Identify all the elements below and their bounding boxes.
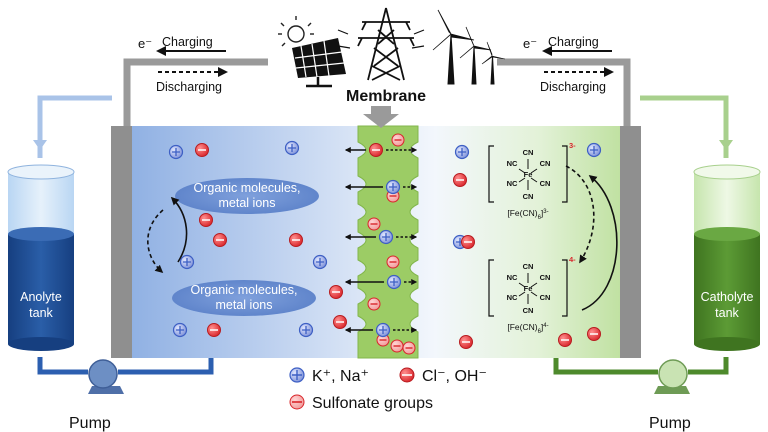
legend-anion-label: Cl⁻, OH⁻ xyxy=(422,368,487,385)
catholyte-tank: Catholyte tank xyxy=(693,164,761,351)
ellipse-upper-line1: Organic molecules, xyxy=(194,181,301,195)
anion-ion xyxy=(213,233,227,247)
svg-text:CN: CN xyxy=(540,293,551,302)
organic-molecules-ellipse-lower: Organic molecules, metal ions xyxy=(172,280,316,316)
catholyte-tank-line2: tank xyxy=(715,306,739,320)
svg-text:CN: CN xyxy=(523,148,534,157)
left-charging-label: Charging xyxy=(162,35,213,49)
transport-arrow xyxy=(344,143,418,157)
catholyte-tank-line1: Catholyte xyxy=(701,290,754,304)
anion-ion xyxy=(207,323,221,337)
right-electrode xyxy=(620,126,641,358)
svg-text:CN: CN xyxy=(540,179,551,188)
top-right-labels: e⁻ Charging Discharging xyxy=(523,35,614,94)
transport-arrow xyxy=(344,179,418,195)
anion-ion xyxy=(453,173,467,187)
svg-text:NC: NC xyxy=(507,159,518,168)
anolyte-tank: Anolyte tank xyxy=(7,164,75,351)
anion-ion xyxy=(461,235,475,249)
left-discharging-label: Discharging xyxy=(156,80,222,94)
transport-arrow xyxy=(344,322,418,338)
svg-text:CN: CN xyxy=(540,273,551,282)
left-redox-arrow-up xyxy=(170,196,188,263)
anion-ion xyxy=(199,213,213,227)
cation-ion xyxy=(179,254,195,270)
membrane-transport-arrows xyxy=(344,143,418,338)
membrane-pointer xyxy=(363,106,399,128)
anion-ion xyxy=(459,335,473,349)
power-tower-icon xyxy=(337,7,425,81)
legend-cation-icon xyxy=(289,367,305,383)
svg-text:Fe: Fe xyxy=(524,284,533,293)
svg-text:CN: CN xyxy=(540,159,551,168)
legend-sulfonate-icon xyxy=(289,394,305,410)
anion-ion xyxy=(195,143,209,157)
right-electron-label: e⁻ xyxy=(523,36,537,51)
right-discharging-label: Discharging xyxy=(540,80,606,94)
svg-text:CN: CN xyxy=(523,306,534,315)
ions-layer xyxy=(168,133,602,355)
sulfonate-group xyxy=(390,339,404,353)
left-redox-arrow-down xyxy=(147,209,164,274)
wind-turbine-icon xyxy=(432,9,506,85)
cation-ion xyxy=(168,144,184,160)
svg-text:CN: CN xyxy=(523,262,534,271)
ellipse-upper-line2: metal ions xyxy=(219,196,276,210)
sulfonate-group xyxy=(391,133,405,147)
ellipse-lower-line1: Organic molecules, xyxy=(191,283,298,297)
sulfonate-group xyxy=(367,297,381,311)
svg-text:NC: NC xyxy=(507,179,518,188)
cation-ion xyxy=(586,142,602,158)
sulfonate-group xyxy=(402,341,416,355)
ellipse-lower-line2: metal ions xyxy=(216,298,273,312)
anolyte-tank-line1: Anolyte xyxy=(20,290,62,304)
organic-molecules-ellipse-upper: Organic molecules, metal ions xyxy=(175,178,319,214)
svg-text:CN: CN xyxy=(523,192,534,201)
top-left-labels: e⁻ Charging Discharging xyxy=(138,35,228,94)
complex-charge: 3- xyxy=(569,141,576,150)
svg-text:Fe: Fe xyxy=(524,170,533,179)
right-redox-arrow-down xyxy=(565,165,595,264)
complex-charge: 4- xyxy=(569,255,576,264)
anion-ion xyxy=(558,333,572,347)
left-electron-label: e⁻ xyxy=(138,36,152,51)
legend-cation-label: K⁺, Na⁺ xyxy=(312,368,369,385)
svg-text:NC: NC xyxy=(507,293,518,302)
cation-ion xyxy=(312,254,328,270)
cation-ion xyxy=(172,322,188,338)
left-electrode xyxy=(111,126,132,358)
anolyte-tank-line2: tank xyxy=(29,306,53,320)
right-redox-arrow-up xyxy=(581,175,618,311)
anion-ion xyxy=(289,233,303,247)
left-pump-label: Pump xyxy=(69,415,111,432)
right-pump-label: Pump xyxy=(649,415,691,432)
sulfonate-group xyxy=(386,255,400,269)
transport-arrow xyxy=(344,229,418,245)
cation-ion xyxy=(284,140,300,156)
external-circuit xyxy=(123,58,631,126)
transport-arrow xyxy=(344,274,418,290)
cation-ion xyxy=(298,322,314,338)
legend: K⁺, Na⁺ Cl⁻, OH⁻ Sulfonate groups xyxy=(289,367,487,412)
anion-ion xyxy=(333,315,347,329)
sulfonate-group xyxy=(367,217,381,231)
legend-sulfonate-label: Sulfonate groups xyxy=(312,395,433,412)
membrane-label: Membrane xyxy=(346,88,426,105)
cation-ion xyxy=(454,144,470,160)
sun-icon xyxy=(278,16,314,47)
solar-panel-icon xyxy=(292,38,346,88)
anion-ion xyxy=(329,285,343,299)
svg-text:NC: NC xyxy=(507,273,518,282)
right-pump-icon xyxy=(654,359,690,394)
anion-ion xyxy=(587,327,601,341)
legend-anion-icon xyxy=(399,367,415,383)
left-pump-icon xyxy=(88,359,124,394)
right-charging-label: Charging xyxy=(548,35,599,49)
